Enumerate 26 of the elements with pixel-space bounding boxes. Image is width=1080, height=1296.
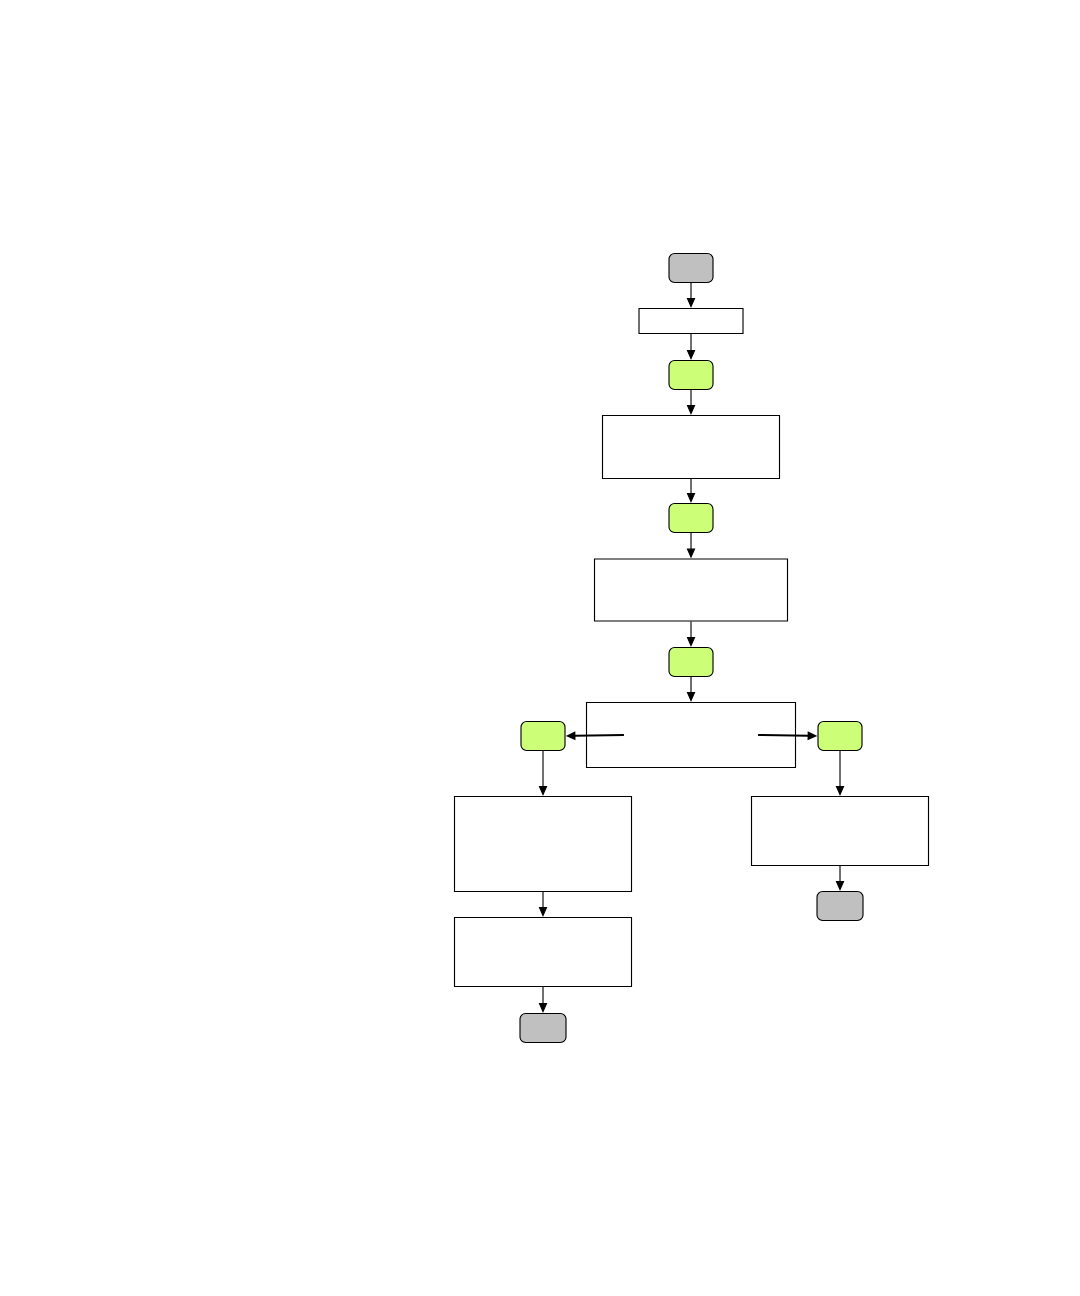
arrow bbox=[538, 750, 548, 796]
process-box bbox=[585, 701, 797, 769]
arrow bbox=[686, 333, 696, 360]
arrow bbox=[686, 621, 696, 647]
arrow bbox=[538, 891, 548, 917]
arrow bbox=[686, 389, 696, 415]
arrow bbox=[835, 750, 845, 796]
rounded-box bbox=[520, 720, 566, 752]
arrow bbox=[686, 282, 696, 308]
rounded-box bbox=[668, 359, 714, 391]
process-box bbox=[601, 414, 781, 480]
process-box bbox=[638, 307, 744, 335]
process-box bbox=[453, 795, 633, 893]
process-box bbox=[750, 795, 930, 867]
process-box bbox=[453, 916, 633, 988]
rounded-box bbox=[668, 502, 714, 534]
rounded-box bbox=[519, 1012, 567, 1044]
arrow bbox=[538, 986, 548, 1013]
arrow bbox=[686, 676, 696, 702]
rounded-box bbox=[668, 252, 714, 284]
rounded-box bbox=[668, 646, 714, 678]
process-box bbox=[593, 558, 789, 622]
arrow bbox=[835, 865, 845, 891]
rounded-box bbox=[816, 890, 864, 922]
rounded-box bbox=[817, 720, 863, 752]
arrow bbox=[686, 478, 696, 503]
